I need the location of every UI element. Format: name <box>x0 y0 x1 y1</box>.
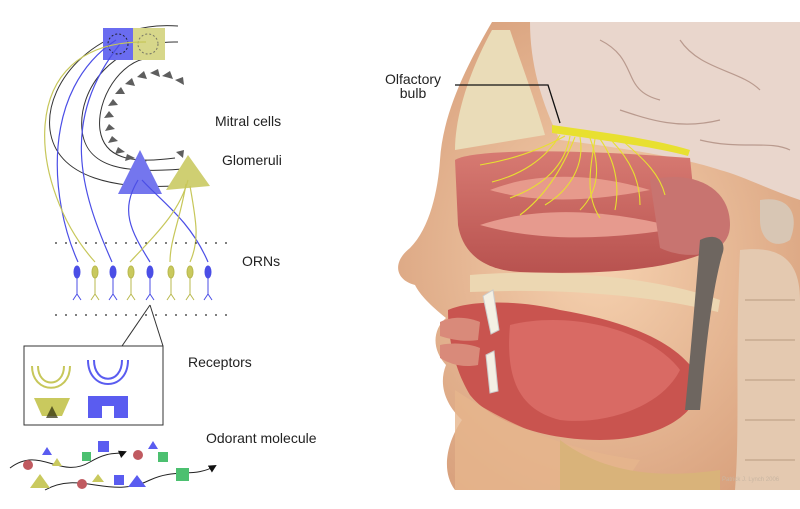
receptor-blue <box>87 359 129 418</box>
odorant-molecules <box>9 441 217 491</box>
mitral-cells <box>104 69 184 165</box>
head-cross-section <box>398 22 800 490</box>
label-orns: ORNs <box>242 253 281 269</box>
label-odorant-molecule: Odorant molecule <box>206 430 317 446</box>
label-olfactory-line1: Olfactory <box>385 71 442 87</box>
olfactory-schematic <box>9 25 230 491</box>
label-mitral-cells: Mitral cells <box>215 113 282 129</box>
label-olfactory-bulb: Olfactory bulb <box>385 72 441 100</box>
glomerulus-yellow <box>166 155 210 190</box>
glomerulus-yellow-top <box>133 28 165 60</box>
receptor-yellow <box>31 365 71 418</box>
glomerulus-blue <box>118 150 162 194</box>
label-receptors: Receptors <box>188 354 252 370</box>
illustration-credit: Patrick J. Lynch 2006 <box>722 477 780 483</box>
orn-neurons <box>72 265 213 301</box>
olfactory-bulb <box>479 125 690 219</box>
label-olfactory-line2: bulb <box>399 85 427 101</box>
label-glomeruli: Glomeruli <box>222 152 282 168</box>
